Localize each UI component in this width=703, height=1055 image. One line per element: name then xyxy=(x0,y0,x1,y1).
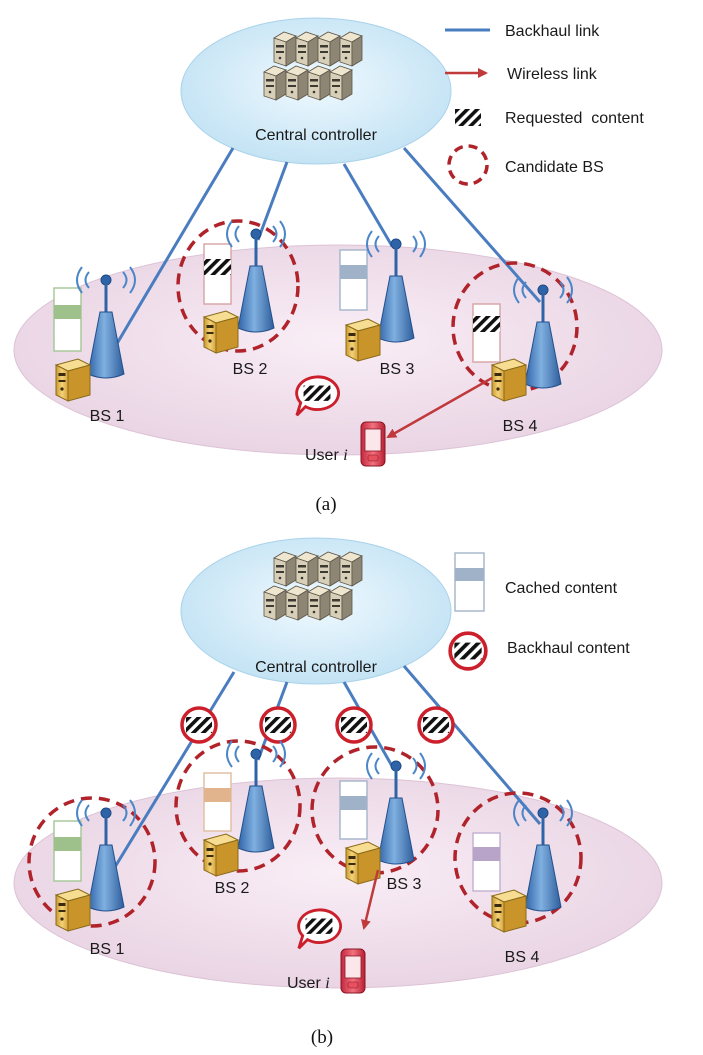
local-server-icon xyxy=(203,310,239,354)
coverage-area xyxy=(13,777,663,989)
local-server-icon xyxy=(491,358,527,402)
bs-label: BS 1 xyxy=(90,408,125,425)
caption-a: (a) xyxy=(315,494,336,515)
base-station-1: BS 1 xyxy=(27,796,157,958)
base-station-3: BS 3 xyxy=(339,229,427,378)
caption-b: (b) xyxy=(311,1027,333,1048)
backhaul-content-legend-icon xyxy=(448,631,488,671)
legend-b: Cached content Backhaul content xyxy=(448,552,630,671)
legend-wireless-link: Wireless link xyxy=(507,66,598,83)
user-label: User i xyxy=(305,447,348,464)
wireless-link xyxy=(361,869,380,930)
user-device: User i xyxy=(287,869,380,994)
bs-label: BS 3 xyxy=(380,361,415,378)
cache-memory-icon xyxy=(53,287,82,352)
controller-label: Central controller xyxy=(255,659,378,676)
legend-backhaul-link: Backhaul link xyxy=(505,23,600,40)
base-station-2: BS 2 xyxy=(176,219,300,378)
legend-cached-content: Cached content xyxy=(505,580,618,597)
candidate-bs-ring xyxy=(27,796,157,928)
backhaul-content-icon xyxy=(417,706,455,744)
base-station-3: BS 3 xyxy=(310,745,440,893)
candidate-bs-ring xyxy=(176,219,300,353)
backhaul-link-bs3 xyxy=(342,163,394,247)
controller-label: Central controller xyxy=(255,127,378,144)
local-server-icon xyxy=(55,888,91,932)
legend-requested-content: Requested content xyxy=(505,110,644,127)
base-station-4: BS 4 xyxy=(453,791,583,966)
cache-memory-icon xyxy=(472,832,501,892)
requested-content-legend-icon xyxy=(455,109,481,126)
backhaul-link-bs1 xyxy=(105,671,236,881)
local-server-icon xyxy=(203,833,239,877)
legend-candidate-bs: Candidate BS xyxy=(505,159,604,176)
backhaul-content-icon xyxy=(180,706,218,744)
backhaul-link-bs2 xyxy=(256,161,289,241)
bs-label: BS 2 xyxy=(215,880,250,897)
local-server-icon xyxy=(55,358,91,402)
candidate-bs-ring xyxy=(174,739,302,873)
local-server-icon xyxy=(491,889,527,933)
wireless-link xyxy=(386,376,493,439)
base-station-1: BS 1 xyxy=(53,265,137,425)
backhaul-content-icon xyxy=(335,706,373,744)
legend-backhaul-content: Backhaul content xyxy=(507,640,630,657)
bs-label: BS 4 xyxy=(505,949,540,966)
backhaul-link-bs4 xyxy=(402,665,542,825)
coverage-area xyxy=(13,244,663,456)
cached-content-legend-icon xyxy=(454,552,485,612)
backhaul-links xyxy=(104,147,542,363)
legend-a: Backhaul link Wireless link Requested co… xyxy=(445,23,644,186)
base-station-2: BS 2 xyxy=(174,739,302,897)
local-server-icon xyxy=(345,318,381,362)
bs-label: BS 4 xyxy=(503,418,538,435)
striped-content-icon xyxy=(204,259,231,275)
striped-content-icon xyxy=(473,316,500,332)
backhaul-content-icon xyxy=(259,706,297,744)
candidate-bs-legend-icon xyxy=(447,144,489,186)
backhaul-link-bs1 xyxy=(104,147,235,363)
base-station-4: BS 4 xyxy=(451,261,579,435)
mobile-phone-icon xyxy=(340,948,366,994)
cache-memory-icon xyxy=(339,249,368,311)
user-label: User i xyxy=(287,975,330,992)
bs-label: BS 2 xyxy=(233,361,268,378)
bs-label: BS 1 xyxy=(90,941,125,958)
user-device: User i xyxy=(295,375,493,467)
bs-label: BS 3 xyxy=(387,876,422,893)
cache-memory-icon xyxy=(472,303,501,363)
mobile-phone-icon xyxy=(360,421,386,467)
backhaul-link-bs4 xyxy=(402,147,542,303)
panel-b: Central controller Cached content Backha… xyxy=(13,537,663,1048)
panel-a: Central controller Backhaul link Wireles… xyxy=(13,17,663,515)
